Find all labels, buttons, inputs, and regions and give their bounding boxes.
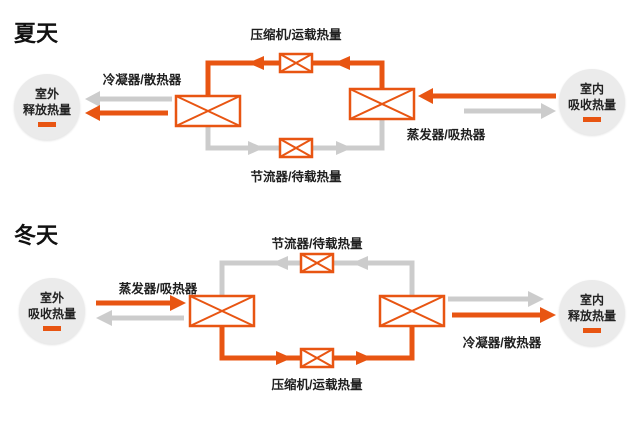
summer-condenser-box <box>174 94 242 128</box>
summer-throttle-label: 节流器/待载热量 <box>250 170 342 184</box>
winter-compressor-box <box>299 347 335 369</box>
winter-title: 冬天 <box>14 223 59 248</box>
winter-condenser-box <box>378 294 446 328</box>
winter-indoor-airflow-arrows <box>448 291 556 323</box>
winter-outdoor-accent-bar <box>43 325 61 331</box>
summer-indoor-circle: 室内 吸收热量 <box>559 69 625 135</box>
winter-indoor-circle: 室内 释放热量 <box>559 280 625 346</box>
summer-outdoor-line2: 释放热量 <box>22 103 71 117</box>
summer-outdoor-line1: 室外 <box>34 87 59 102</box>
winter-evaporator-label: 蒸发器/吸热器 <box>118 282 198 296</box>
winter-evaporator-box <box>188 294 256 328</box>
summer-indoor-accent-bar <box>583 116 601 122</box>
summer-throttle-box <box>278 137 314 159</box>
summer-compressor-label: 压缩机/运载热量 <box>250 28 342 42</box>
winter-indoor-accent-bar <box>583 327 601 333</box>
summer-indoor-line1: 室内 <box>579 82 604 97</box>
winter-outdoor-circle: 室外 吸收热量 <box>19 278 85 344</box>
summer-evaporator-box <box>348 87 416 121</box>
summer-compressor-box <box>278 52 314 74</box>
summer-outdoor-airflow-arrows <box>85 91 172 121</box>
winter-throttle-label: 节流器/待载热量 <box>271 237 363 251</box>
winter-indoor-line1: 室内 <box>579 293 604 308</box>
winter-outdoor-airflow-arrows <box>96 295 186 326</box>
summer-evaporator-label: 蒸发器/吸热器 <box>406 128 486 142</box>
winter-outdoor-line1: 室外 <box>39 291 64 306</box>
summer-outdoor-accent-bar <box>38 121 56 127</box>
summer-condenser-label: 冷凝器/散热器 <box>102 73 182 87</box>
summer-indoor-line2: 吸收热量 <box>567 98 616 112</box>
winter-condenser-label: 冷凝器/散热器 <box>462 336 542 350</box>
winter-indoor-line2: 释放热量 <box>567 309 616 323</box>
summer-indoor-airflow-arrows <box>418 88 556 119</box>
summer-outdoor-circle: 室外 释放热量 <box>14 74 80 140</box>
winter-compressor-label: 压缩机/运载热量 <box>271 378 363 392</box>
summer-title: 夏天 <box>14 21 59 46</box>
winter-outdoor-line2: 吸收热量 <box>27 307 76 321</box>
winter-throttle-box <box>299 252 335 274</box>
